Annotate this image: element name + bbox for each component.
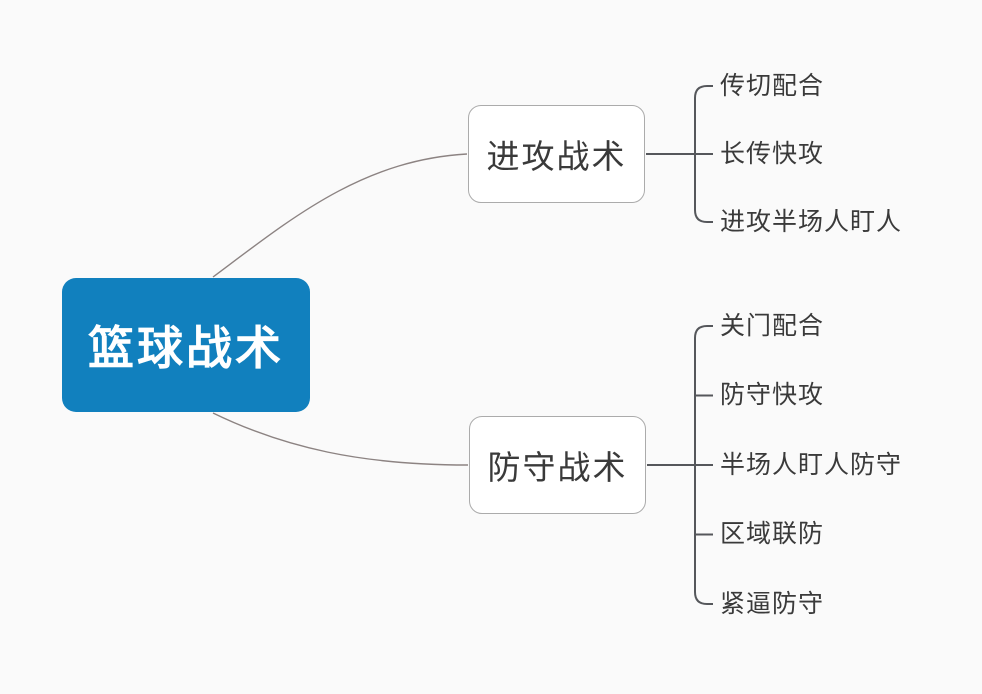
leaf-node-offense-halfcourt-man-to-man[interactable]: 进攻半场人盯人 (720, 208, 903, 236)
link-root-to-offense (212, 153, 468, 278)
leaf-node-halfcourt-man-to-man-defense[interactable]: 半场人盯人防守 (720, 451, 903, 479)
leaf-node-defend-fastbreak[interactable]: 防守快攻 (720, 381, 825, 409)
link-root-to-defense (212, 412, 469, 466)
root-node-basketball-tactics[interactable]: 篮球战术 (62, 278, 310, 412)
link-defense-spine (694, 325, 713, 605)
leaf-node-zone-defense[interactable]: 区域联防 (720, 520, 825, 548)
leaf-node-press-defense[interactable]: 紧逼防守 (720, 590, 825, 618)
link-offense-spine (694, 85, 713, 223)
leaf-node-close-door[interactable]: 关门配合 (720, 312, 825, 340)
leaf-node-long-pass-fastbreak[interactable]: 长传快攻 (720, 140, 825, 168)
branch-node-offense[interactable]: 进攻战术 (468, 105, 645, 203)
branch-node-defense[interactable]: 防守战术 (469, 416, 646, 514)
leaf-node-pass-cut[interactable]: 传切配合 (720, 72, 825, 100)
